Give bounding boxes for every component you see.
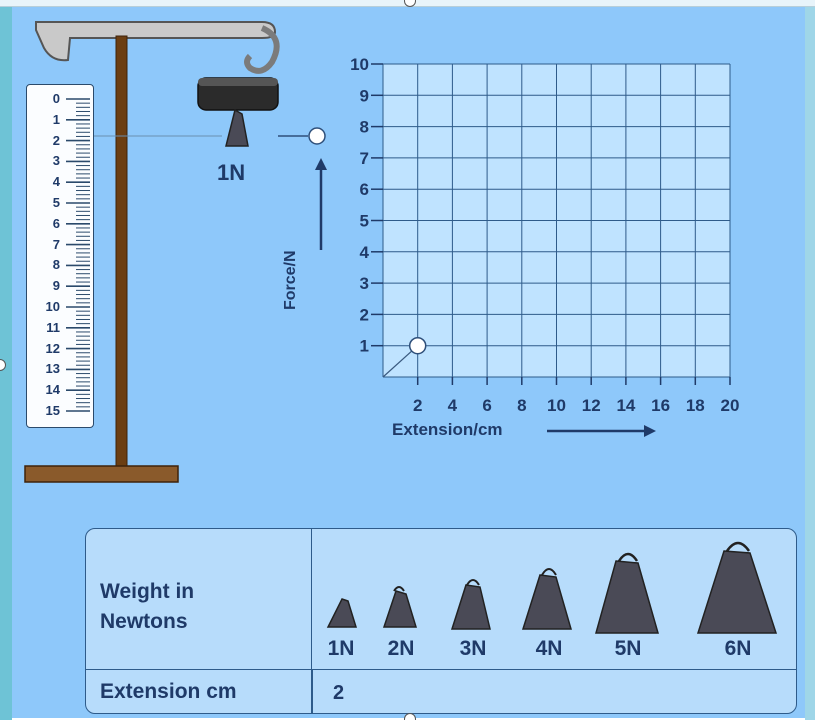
x-tick-label-20: 20 [721, 396, 740, 415]
ruler-mark-9: 9 [52, 278, 60, 294]
y-tick-label-6: 6 [360, 180, 369, 199]
weight-1n[interactable] [326, 598, 358, 628]
x-tick-label-2: 2 [413, 396, 422, 415]
y-tick-label-9: 9 [360, 86, 369, 105]
extension-header-label: Extension cm [100, 680, 237, 703]
clamp-arm [35, 21, 277, 62]
y-tick-label-5: 5 [360, 212, 369, 231]
ruler-mark-1: 1 [52, 111, 60, 127]
ruler-mark-15: 15 [45, 403, 60, 418]
row-divider [311, 670, 313, 713]
weight-label-3n: 3N [459, 637, 487, 660]
y-tick-label-4: 4 [360, 243, 370, 262]
ruler-mark-0: 0 [52, 91, 60, 106]
ruler-mark-14: 14 [45, 382, 60, 398]
ruler-mark-12: 12 [45, 340, 60, 356]
ruler-mark-11: 11 [46, 319, 60, 335]
ruler-mark-5: 5 [52, 195, 60, 210]
weight-6n[interactable] [696, 541, 778, 634]
window-frame-right [805, 0, 815, 720]
x-tick-label-8: 8 [517, 396, 526, 415]
weights-row [326, 541, 778, 634]
ruler-mark-6: 6 [52, 215, 60, 231]
weight-header-label: Weight in Newtons [100, 580, 195, 633]
weight-label-4n: 4N [535, 637, 563, 660]
x-tick-label-14: 14 [616, 396, 635, 415]
ruler-mark-2: 2 [52, 132, 60, 148]
weight-label-1n: 1N [327, 637, 355, 660]
x-tick-label-10: 10 [547, 396, 566, 415]
y-tick-label-3: 3 [360, 274, 369, 293]
ruler-mark-3: 3 [52, 153, 60, 169]
x-tick-label-12: 12 [582, 396, 601, 415]
weight-4n[interactable] [521, 568, 572, 630]
y-tick-label-10: 10 [350, 55, 369, 74]
resize-handle-bottom[interactable] [404, 713, 416, 720]
weight-header-cell: Weight in Newtons [86, 529, 312, 669]
extension-row: Extension cm 2 [86, 669, 796, 713]
stand-base [24, 465, 179, 483]
x-tick-label-6: 6 [482, 396, 491, 415]
weight-5n[interactable] [595, 552, 659, 634]
ruler-mark-7: 7 [52, 236, 60, 252]
extension-value[interactable]: 2 [333, 682, 345, 704]
y-arrow-head [315, 158, 327, 170]
x-tick-label-18: 18 [686, 396, 705, 415]
drag-handle[interactable] [308, 127, 326, 145]
ruler-mark-8: 8 [52, 257, 60, 273]
x-arrow-head [644, 425, 656, 437]
weight-label-6n: 6N [724, 637, 752, 660]
x-tick-label-4: 4 [448, 396, 458, 415]
hanging-weight[interactable] [225, 108, 249, 147]
y-tick-label-1: 1 [360, 337, 369, 356]
spring-hook [244, 25, 280, 74]
weight-3n[interactable] [450, 579, 491, 630]
weight-2n[interactable] [382, 586, 418, 628]
window-frame-left [0, 0, 12, 720]
weight-label-5n: 5N [614, 637, 642, 660]
mass-hanger-top [198, 78, 278, 86]
ruler-mark-10: 10 [45, 299, 60, 314]
y-tick-label-7: 7 [360, 149, 369, 168]
y-tick-label-2: 2 [360, 305, 369, 324]
x-axis-label: Extension/cm [392, 420, 503, 439]
data-point[interactable] [408, 336, 427, 355]
ruler-ticks [66, 98, 90, 412]
data-table: Weight in Newtons Extension cm 2 1N 2N 3N 4… [85, 528, 797, 714]
ruler-mark-13: 13 [45, 361, 60, 377]
x-tick-label-16: 16 [651, 396, 670, 415]
hanging-weight-label: 1N [217, 160, 246, 185]
ruler-mark-4: 4 [52, 174, 60, 190]
weight-label-2n: 2N [387, 637, 415, 660]
y-tick-label-8: 8 [360, 118, 369, 137]
